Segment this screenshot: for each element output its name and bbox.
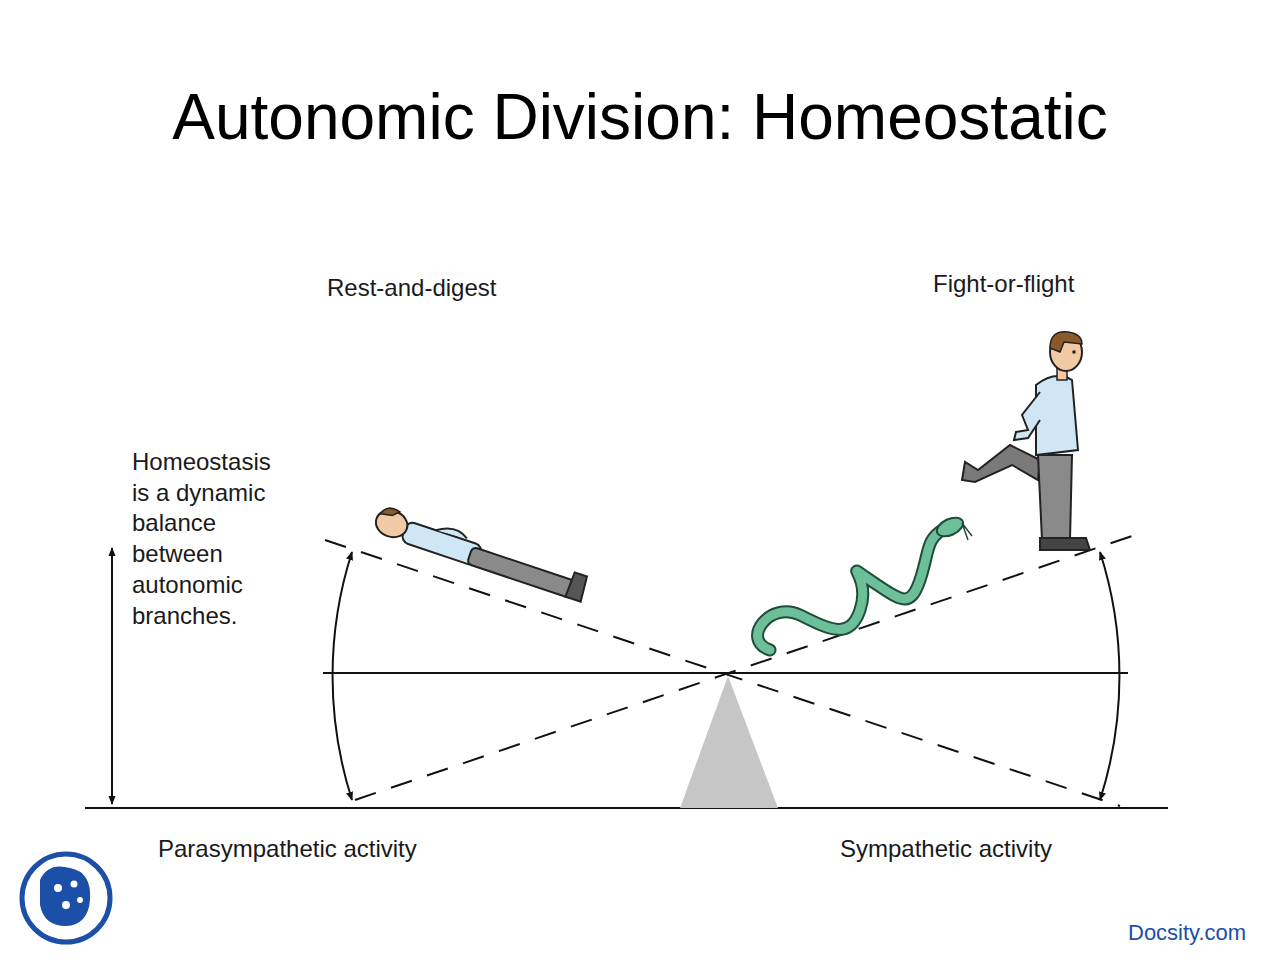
range-arrow xyxy=(111,548,113,804)
snake xyxy=(758,514,972,650)
running-man xyxy=(962,332,1090,550)
note-text: Homeostasis is a dynamic balance between… xyxy=(132,447,292,631)
state-label: Fight-or-flight xyxy=(933,270,1233,299)
axis-label: Sympathetic activity xyxy=(840,835,1160,864)
slide-title: Autonomic Division: Homeostatic xyxy=(0,80,1280,154)
swing-arc xyxy=(333,552,352,800)
watermark: Docsity.com xyxy=(1128,920,1273,946)
tilt-line xyxy=(325,540,1120,806)
ground-line xyxy=(85,807,1168,809)
axis-label: Parasympathetic activity xyxy=(158,835,518,864)
tilt-line xyxy=(355,536,1132,800)
fulcrum xyxy=(680,676,778,808)
state-label: Rest-and-digest xyxy=(327,274,627,303)
resting-man xyxy=(372,504,590,601)
swing-arc xyxy=(1100,552,1119,800)
logo xyxy=(22,854,110,942)
